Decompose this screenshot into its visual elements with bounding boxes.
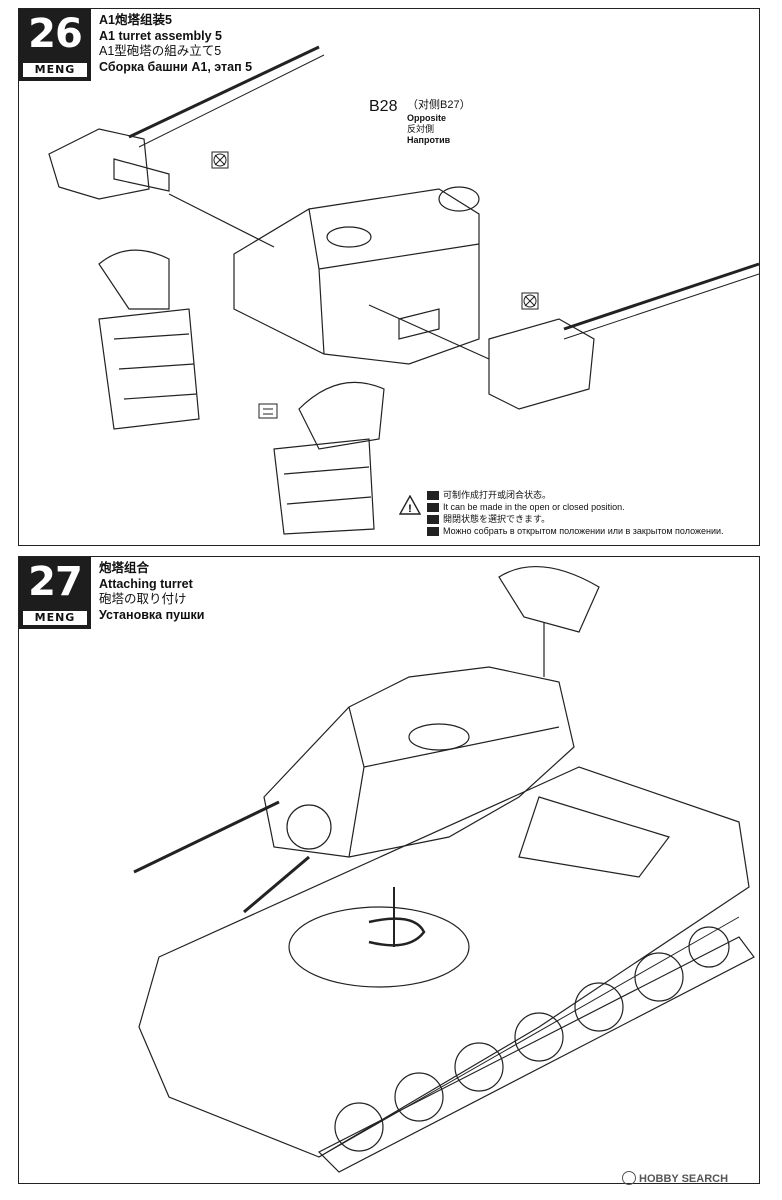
flag-en-icon [427, 502, 439, 512]
flag-zh-icon [427, 490, 439, 500]
step-number: 27 [28, 559, 83, 605]
either-option-icon [258, 403, 278, 419]
note-line-ja: 開閉状態を選択できます。 [427, 513, 724, 525]
warning-icon: ! [399, 495, 421, 515]
track [317, 936, 755, 1173]
part-code: B28 [369, 98, 398, 115]
tank-assembly-diagram [133, 566, 755, 1173]
note-line-zh: 可制作成打开或闭合状态。 [427, 489, 724, 501]
step-27-panel: 27 MENG 炮塔组合 Attaching turret 砲塔の取り付け Ус… [18, 556, 760, 1184]
step-title-block: A1炮塔组装5 A1 turret assembly 5 A1型砲塔の組み立て5… [99, 13, 252, 75]
title-ja: A1型砲塔の組み立て5 [99, 44, 222, 58]
flag-ru-icon [427, 526, 439, 536]
note-line-en: It can be made in the open or closed pos… [427, 501, 724, 513]
hobbysearch-logo-icon [622, 1171, 636, 1185]
rotation-arrow [368, 917, 426, 947]
radar-dish [498, 566, 600, 633]
svg-text:!: ! [408, 503, 412, 515]
tank-hull [138, 766, 750, 1158]
assembly-arrow-left [168, 193, 275, 248]
title-ru: Установка пушки [99, 607, 205, 622]
turret-body [233, 188, 480, 365]
note-line-ru: Можно собрать в открытом положении или в… [427, 525, 724, 537]
step-number: 26 [28, 11, 83, 57]
no-glue-icon-1 [211, 151, 229, 169]
brand-logo: MENG [23, 63, 87, 77]
flag-ja-icon [427, 514, 439, 524]
part-opposite-ja: 反対側 [407, 124, 435, 134]
turret-assembly-diagram [48, 45, 760, 535]
title-en: Attaching turret [99, 576, 193, 591]
gun-barrel-lower [243, 855, 310, 914]
step-number-badge: 27 MENG [19, 557, 91, 629]
lower-sensor-block [273, 438, 375, 535]
title-ru: Сборка башни A1, этап 5 [99, 59, 253, 74]
title-zh: 炮塔组合 [99, 561, 150, 575]
road-wheels [334, 926, 730, 1152]
part-opposite-zh: （对侧B27） [407, 99, 471, 111]
step-26-panel: 26 MENG A1炮塔组装5 A1 turret assembly 5 A1型… [18, 8, 760, 546]
step-number-badge: 26 MENG [19, 9, 91, 81]
right-gun-mantlet [488, 318, 595, 410]
title-ja: 砲塔の取り付け [99, 592, 187, 606]
part-opposite-ru: Напротив [407, 135, 451, 145]
title-zh: A1炮塔组装5 [99, 13, 172, 27]
turret [263, 666, 575, 858]
title-en: A1 turret assembly 5 [99, 28, 222, 43]
step-title-block: 炮塔组合 Attaching turret 砲塔の取り付け Установка … [99, 561, 204, 623]
sensor-pod [286, 804, 332, 850]
radar-dish-lower [298, 381, 385, 450]
part-opposite-en: Opposite [407, 113, 447, 123]
assembly-arrow-right [368, 304, 490, 360]
turret-ring [288, 906, 470, 988]
left-sensor-block [98, 308, 200, 430]
no-glue-icon-2 [521, 292, 539, 310]
engine-deck-grille [518, 796, 670, 878]
brand-logo: MENG [23, 611, 87, 625]
gun-barrel-left [133, 800, 280, 874]
left-gun-mantlet [48, 128, 150, 200]
watermark: HOBBY SEARCH [622, 1171, 728, 1185]
radar-dish-left [98, 249, 170, 310]
